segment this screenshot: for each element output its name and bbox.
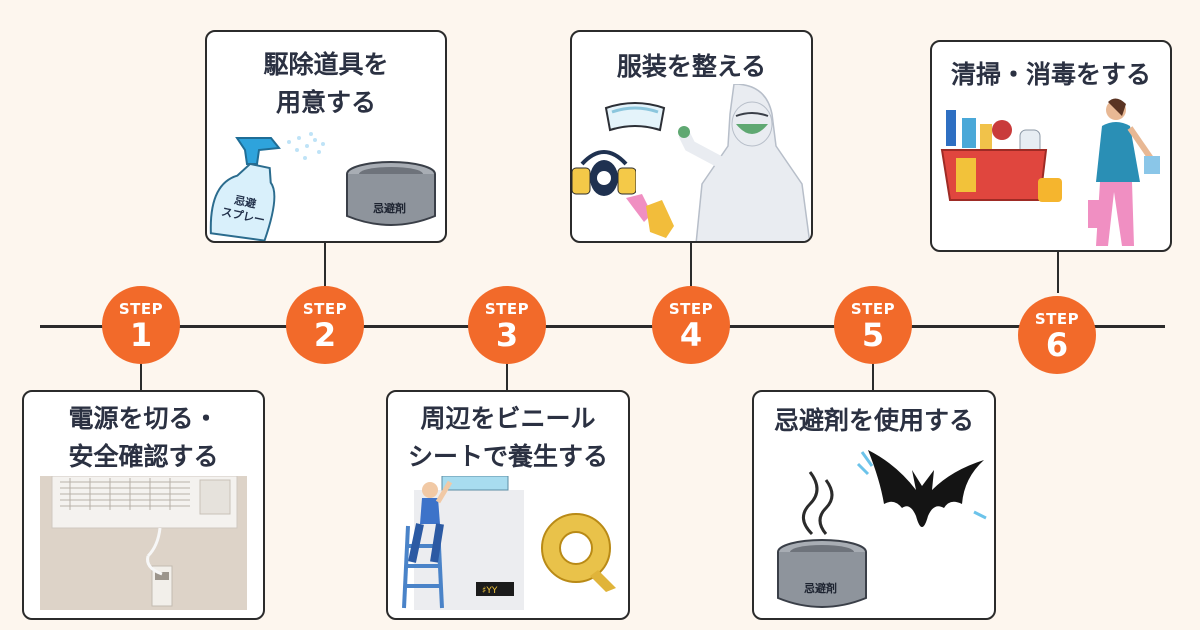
goggles-icon <box>604 102 666 132</box>
card-title-line-1: 清掃・消毒をする <box>950 60 1151 89</box>
connector-5 <box>872 355 874 390</box>
cleaning-woman-icon <box>1088 98 1160 246</box>
card-title-line-1: 服装を整える <box>616 52 767 81</box>
step-badge-1: STEP 1 <box>102 286 180 364</box>
tape-roll-icon <box>541 513 616 592</box>
worker-ladder-illustration: ♯YY <box>402 476 524 610</box>
step-badge-5: STEP 5 <box>834 286 912 364</box>
step-number: 3 <box>495 316 519 354</box>
can-label: 忌避剤 <box>804 581 837 595</box>
step-number: 1 <box>129 316 153 354</box>
step-number: 4 <box>679 316 703 354</box>
card-title-line-2: シートで養生する <box>407 442 608 471</box>
step-card-6: 清掃・消毒をする <box>930 40 1172 252</box>
step-card-3: 周辺をビニール シートで養生する ♯YY <box>386 390 630 620</box>
card-title-line-1: 忌避剤を使用する <box>773 406 974 435</box>
card-title-line-1: 電源を切る・ <box>68 404 219 433</box>
card-title-line-2: 安全確認する <box>68 442 219 471</box>
step-badge-4: STEP 4 <box>652 286 730 364</box>
step-card-1: 電源を切る・ 安全確認する <box>22 390 265 620</box>
repellent-spray-icon: 忌避 スプレー <box>209 132 325 241</box>
step-label: STEP <box>668 300 714 318</box>
spray-label-line-1: 忌避 <box>233 193 258 211</box>
card-title-line-2: 用意する <box>275 88 376 117</box>
connector-6 <box>1057 248 1059 293</box>
step-card-5: 忌避剤を使用する 忌避剤 <box>752 390 996 620</box>
step-card-4: 服装を整える <box>570 30 813 243</box>
connector-1 <box>140 360 142 390</box>
repellent-can-icon: 忌避剤 <box>346 161 436 226</box>
repellent-can-icon: 忌避剤 <box>777 539 867 608</box>
step-label: STEP <box>1034 310 1080 328</box>
step-card-2: 駆除道具を 用意する 忌避 スプレー 忌避剤 <box>205 30 447 243</box>
hazmat-worker-icon <box>678 84 810 241</box>
step-label: STEP <box>302 300 348 318</box>
card-title-line-1: 駆除道具を <box>263 50 389 79</box>
timeline-line <box>40 325 1165 328</box>
cleaning-supplies-icon <box>940 110 1062 202</box>
step-badge-2: STEP 2 <box>286 286 364 364</box>
gloves-icon <box>626 194 674 238</box>
step-label: STEP <box>850 300 896 318</box>
smoke-icon <box>802 471 834 536</box>
step-label: STEP <box>118 300 164 318</box>
connector-2 <box>324 240 326 290</box>
connector-4 <box>690 240 692 290</box>
tape-label: ♯YY <box>482 586 498 596</box>
can-label: 忌避剤 <box>373 201 406 215</box>
respirator-mask-icon <box>572 150 636 196</box>
aircon-outlet-photo <box>40 476 247 610</box>
step-badge-6: STEP 6 <box>1018 296 1096 374</box>
connector-3 <box>506 355 508 390</box>
step-label: STEP <box>484 300 530 318</box>
step-number: 2 <box>313 316 337 354</box>
bat-icon <box>856 450 987 527</box>
card-title-line-1: 周辺をビニール <box>420 404 596 433</box>
step-number: 6 <box>1045 326 1069 364</box>
step-number: 5 <box>861 316 885 354</box>
step-badge-3: STEP 3 <box>468 286 546 364</box>
